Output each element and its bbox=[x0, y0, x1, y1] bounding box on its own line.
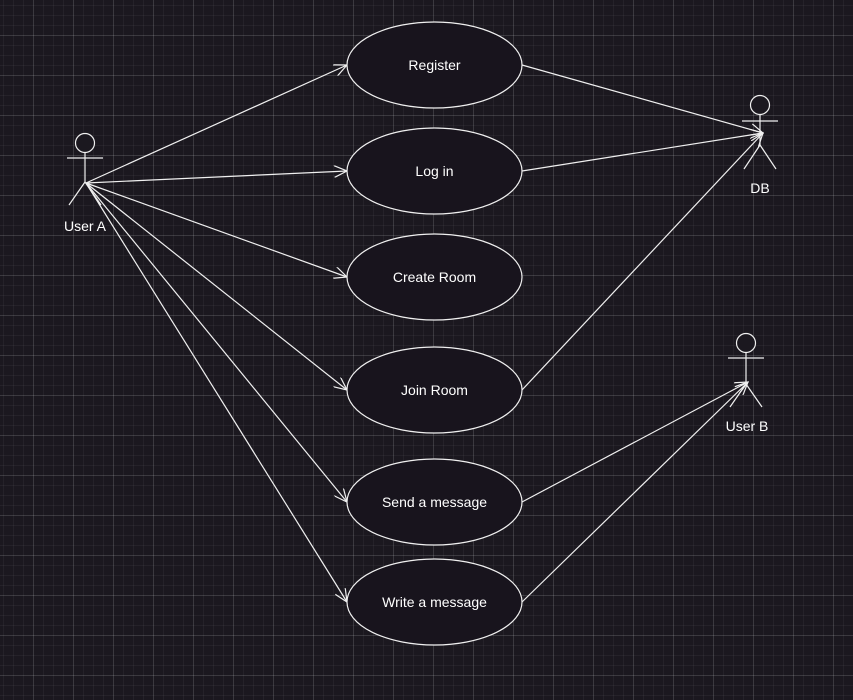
edge-register-db bbox=[521, 64, 763, 133]
actor-user-b-head bbox=[735, 332, 757, 354]
edge-user-a-join-room bbox=[85, 182, 347, 390]
associations-user-b bbox=[521, 382, 748, 603]
actor-db-label: DB bbox=[750, 180, 769, 196]
use-case-send-message[interactable]: Send a message bbox=[346, 458, 523, 546]
actor-user-a-head bbox=[74, 132, 96, 154]
use-case-write-message-label: Write a message bbox=[382, 594, 487, 610]
use-case-send-message-shape[interactable] bbox=[346, 458, 523, 546]
use-case-join-room[interactable]: Join Room bbox=[346, 346, 523, 434]
edge-write-message-user-b bbox=[521, 382, 748, 603]
edge-user-a-write-message bbox=[85, 182, 347, 602]
use-case-join-room-label: Join Room bbox=[401, 382, 468, 398]
edge-join-room-db bbox=[521, 133, 763, 391]
use-case-log-in[interactable]: Log in bbox=[346, 127, 523, 215]
edge-log-in-db bbox=[521, 133, 763, 172]
actor-db-right-leg bbox=[759, 144, 777, 170]
edge-user-a-log-in bbox=[85, 171, 347, 184]
associations-user-a bbox=[85, 65, 347, 602]
associations-db bbox=[521, 64, 763, 391]
use-case-write-message-shape[interactable] bbox=[346, 558, 523, 646]
actor-db[interactable] bbox=[742, 94, 778, 170]
use-case-create-room-label: Create Room bbox=[393, 269, 476, 285]
edge-user-a-create-room bbox=[85, 182, 347, 277]
actor-user-a-label: User A bbox=[64, 218, 107, 234]
actor-user-b-right-leg bbox=[745, 383, 763, 408]
use-case-send-message-label: Send a message bbox=[382, 494, 487, 510]
actor-db-left-leg bbox=[743, 144, 761, 170]
use-case-register-label: Register bbox=[408, 57, 460, 73]
use-case-create-room[interactable]: Create Room bbox=[346, 233, 523, 321]
use-case-write-message[interactable]: Write a message bbox=[346, 558, 523, 646]
actor-user-b-label: User B bbox=[726, 418, 769, 434]
actor-user-a-left-leg bbox=[68, 181, 86, 206]
use-case-register[interactable]: Register bbox=[346, 21, 523, 109]
use-case-log-in-shape[interactable] bbox=[346, 127, 523, 215]
use-case-create-room-shape[interactable] bbox=[346, 233, 523, 321]
edge-send-message-user-b bbox=[521, 382, 748, 503]
use-case-register-shape[interactable] bbox=[346, 21, 523, 109]
actor-user-b-left-leg bbox=[729, 383, 747, 408]
actor-db-head bbox=[749, 94, 771, 116]
edge-user-a-register bbox=[85, 65, 347, 184]
actor-user-a[interactable] bbox=[67, 132, 103, 206]
use-case-log-in-label: Log in bbox=[415, 163, 453, 179]
actor-user-a-right-leg bbox=[84, 181, 102, 206]
edge-user-a-send-message bbox=[85, 182, 347, 502]
use-case-join-room-shape[interactable] bbox=[346, 346, 523, 434]
actor-user-b[interactable] bbox=[728, 332, 764, 408]
